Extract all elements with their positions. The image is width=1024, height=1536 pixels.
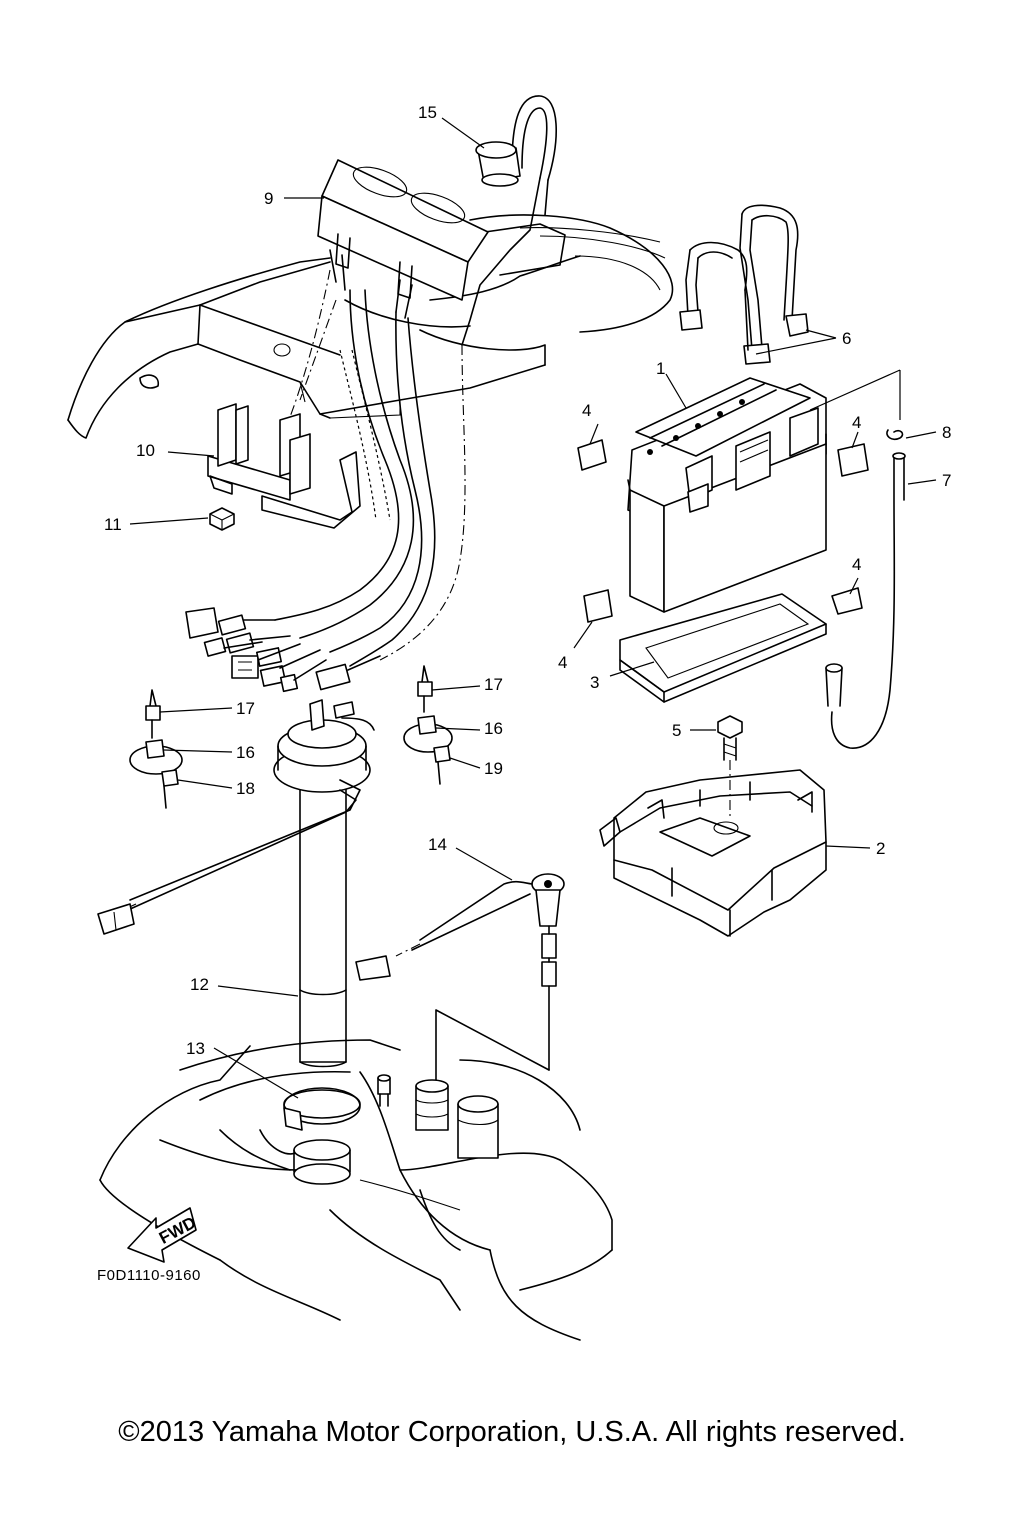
callout-10: 10 — [136, 441, 155, 460]
callout-9: 9 — [264, 189, 273, 208]
fwd-arrow-icon: FWD — [127, 1207, 199, 1263]
leader-lines — [129, 117, 937, 1099]
callout-4-d: 4 — [558, 653, 567, 672]
callout-11: 11 — [104, 515, 122, 534]
fuel-sender-item-12 — [97, 699, 375, 1068]
hose-clamp-item-13 — [283, 1087, 361, 1131]
callout-4-a: 4 — [582, 401, 591, 420]
callout-labels: 15 9 6 1 4 4 8 7 4 4 3 5 2 10 11 17 16 1… — [104, 103, 951, 1058]
callout-12: 12 — [190, 975, 209, 994]
callout-16-b: 16 — [484, 719, 503, 738]
callout-7: 7 — [942, 471, 951, 490]
callout-8: 8 — [942, 423, 951, 442]
battery-mat-item-3 — [619, 593, 827, 703]
wire-harness — [185, 269, 466, 693]
vent-hose-item-7 — [825, 429, 906, 749]
callout-2: 2 — [876, 839, 885, 858]
bracket-item-10 — [207, 403, 361, 529]
callout-4-c: 4 — [852, 555, 861, 574]
clamp-left — [129, 689, 183, 809]
nut-item-11 — [209, 507, 235, 531]
grommet-item-14 — [461, 95, 557, 346]
copyright-notice: ©2013 Yamaha Motor Corporation, U.S.A. A… — [118, 1416, 906, 1448]
battery-box-item-2 — [599, 769, 827, 937]
sensor-item-15 — [355, 873, 565, 1081]
callout-6: 6 — [842, 329, 851, 348]
bolt-item-5 — [717, 715, 743, 820]
callout-16-a: 16 — [236, 743, 255, 762]
callout-14: 15 — [418, 103, 437, 122]
callout-17-b: 17 — [484, 675, 503, 694]
callout-19: 19 — [484, 759, 503, 778]
callout-15: 14 — [428, 835, 447, 854]
pads-item-4 — [577, 439, 869, 623]
clamp-right — [403, 665, 453, 785]
callout-18: 18 — [236, 779, 255, 798]
callout-4-b: 4 — [852, 413, 861, 432]
callout-1: 1 — [656, 359, 665, 378]
callout-17-a: 17 — [236, 699, 255, 718]
fuel-tank — [99, 1039, 613, 1341]
battery-straps-item-6 — [679, 204, 809, 365]
callout-3: 3 — [590, 673, 599, 692]
callout-13: 13 — [186, 1039, 205, 1058]
electrical-box-item-9 — [317, 159, 489, 319]
drawing-code: F0D1110-9160 — [97, 1267, 201, 1284]
callout-5: 5 — [672, 721, 681, 740]
battery-item-1 — [627, 377, 827, 613]
